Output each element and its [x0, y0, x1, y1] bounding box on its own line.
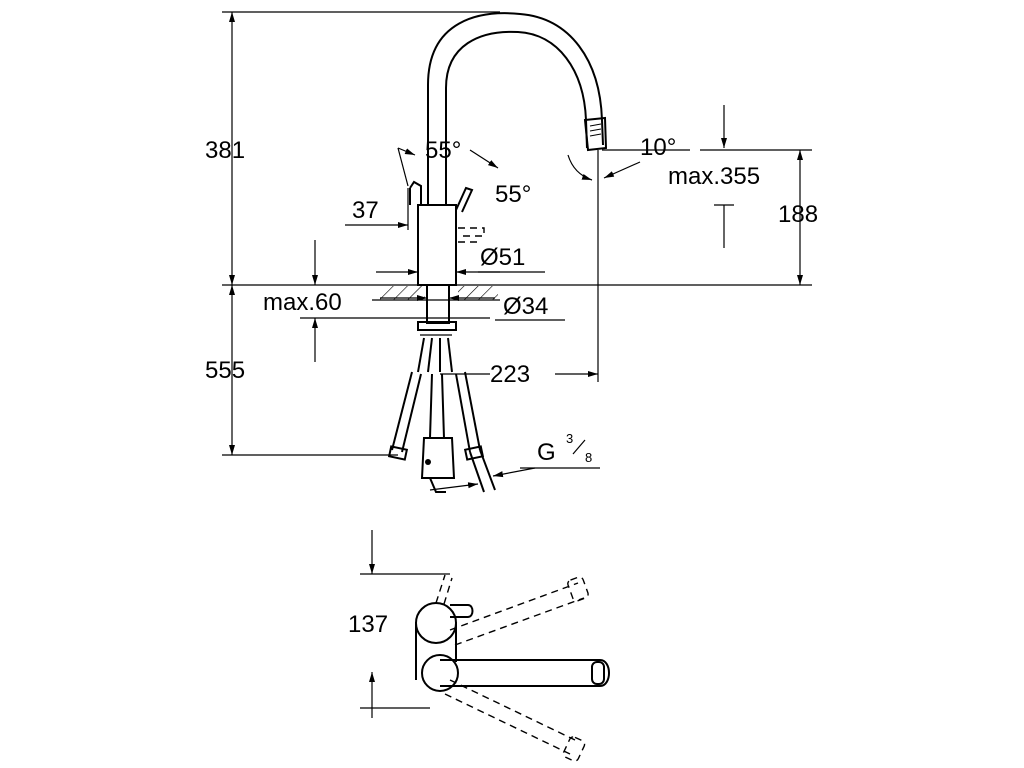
- dim-angle-10: 10°: [567, 134, 690, 181]
- dim-diameter-51: Ø51: [376, 244, 545, 275]
- faucet-body: [409, 12, 608, 286]
- dim-555-label: 555: [205, 357, 245, 384]
- dim-137-label: 137: [348, 611, 388, 638]
- dim-381-label: 381: [205, 137, 245, 164]
- dim-diameter-51-label: Ø51: [480, 244, 525, 271]
- dim-37-label: 37: [352, 197, 379, 224]
- dim-max60: max.60: [263, 240, 490, 362]
- dim-188: 188: [700, 149, 818, 285]
- connection-sup-label: 3: [566, 431, 573, 446]
- dim-angle-55-b-label: 55°: [495, 181, 531, 208]
- dim-angle-55-a-label: 55°: [425, 137, 461, 164]
- dim-max355-label: max.355: [668, 163, 760, 190]
- dim-max60-label: max.60: [263, 289, 342, 316]
- dim-188-label: 188: [778, 201, 818, 228]
- dim-555: 555: [205, 285, 398, 456]
- dim-223: 223: [440, 150, 599, 388]
- dim-connection-g38: G 3 8: [429, 431, 600, 491]
- dim-max355: max.355: [668, 105, 760, 248]
- dim-37: 37: [345, 188, 409, 230]
- dim-137: 137: [348, 530, 450, 718]
- elevation-view: 381 555 max.60 37 Ø51: [205, 11, 818, 493]
- dim-angle-55-b: 55°: [495, 181, 531, 208]
- under-deck-assembly: [387, 284, 496, 493]
- dim-diameter-34: Ø34: [380, 293, 565, 321]
- dim-angle-55-a: 55°: [397, 137, 499, 187]
- dim-223-label: 223: [490, 361, 530, 388]
- plan-view: 137: [348, 530, 610, 762]
- connection-sub-label: 8: [585, 450, 592, 465]
- dim-diameter-34-label: Ø34: [503, 293, 548, 320]
- deck-section-hatch: [372, 286, 500, 301]
- connection-g-label: G: [537, 439, 556, 466]
- dim-angle-10-label: 10°: [640, 134, 676, 161]
- dim-381: 381: [205, 11, 500, 285]
